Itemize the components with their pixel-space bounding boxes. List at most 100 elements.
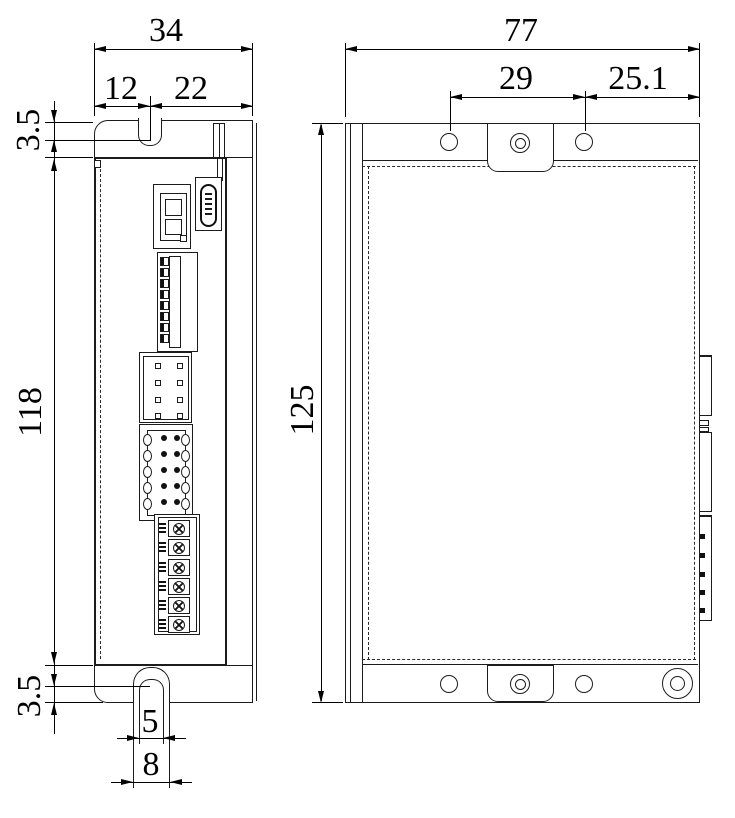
side-bottom-flange <box>94 665 253 703</box>
front-outline <box>345 123 700 703</box>
usb-pin <box>205 193 212 195</box>
header-pin <box>155 397 161 403</box>
dim-arrow <box>170 778 182 785</box>
dim-line <box>111 782 192 783</box>
wire-clamp-contact <box>159 627 166 629</box>
side-connector-profile <box>699 515 712 621</box>
dip-switch-pole <box>160 312 169 321</box>
ext-line <box>585 91 586 131</box>
socket-pin <box>174 499 180 505</box>
ext-line <box>345 43 346 117</box>
dim-arrow <box>688 93 700 100</box>
header-pin <box>155 363 161 369</box>
ext-line <box>312 123 343 124</box>
terminal-screw-tick <box>700 572 705 577</box>
terminal-row <box>154 519 200 538</box>
dim-line <box>117 738 186 739</box>
header-pin <box>155 413 161 419</box>
socket-scallop <box>181 498 190 510</box>
header-pin <box>177 397 183 403</box>
terminal-screw <box>173 580 185 593</box>
hidden-edge-line <box>100 164 101 659</box>
dim-arrow <box>121 778 133 785</box>
dim-arrow <box>317 123 324 135</box>
socket-pin <box>161 467 167 473</box>
dim-arrow <box>50 674 57 686</box>
dip-switch-pole <box>160 334 169 343</box>
seven-segment-dot <box>180 235 187 242</box>
terminal-screw-tick <box>700 553 705 558</box>
socket-pin <box>174 451 180 457</box>
wire-clamp-contact <box>159 608 166 610</box>
ext-line <box>45 702 103 703</box>
dim-label: 3.5 <box>11 674 48 718</box>
terminal-screw <box>173 561 185 574</box>
usb-pin <box>205 198 212 200</box>
wire-clamp-contact <box>159 619 166 621</box>
dim-arrow <box>150 102 162 109</box>
dip-switch-pole <box>160 279 169 288</box>
side-plate-edge <box>252 158 253 665</box>
terminal-row <box>154 538 200 557</box>
wire-clamp-contact <box>159 600 166 602</box>
socket-scallop <box>143 498 152 510</box>
screw-head-inner <box>514 137 526 149</box>
ext-line <box>45 156 93 158</box>
socket-pin <box>161 435 167 441</box>
dim-label: 34 <box>149 12 183 49</box>
usb-pin <box>205 213 212 215</box>
dip-switch-channel <box>169 256 181 348</box>
wire-clamp-contact <box>159 585 166 587</box>
dim-label: 25.1 <box>608 60 668 97</box>
ext-line <box>94 43 95 116</box>
seven-segment-digit-bottom <box>165 219 182 235</box>
socket-scallop <box>181 466 190 478</box>
dim-arrow <box>585 93 597 100</box>
dim-arrow <box>317 691 324 703</box>
side-connector-profile <box>699 432 712 512</box>
bottom-flange-top-line <box>362 664 698 665</box>
dip-switch-pole <box>160 301 169 310</box>
side-top-flange <box>94 120 253 158</box>
socket-scallop <box>143 466 152 478</box>
socket-pin <box>174 435 180 441</box>
socket-pin <box>174 467 180 473</box>
left-band-line <box>349 123 351 703</box>
dip-switch-pole <box>160 323 169 332</box>
dim-arrow <box>50 140 57 152</box>
socket-scallop <box>143 450 152 462</box>
dim-label: 77 <box>504 12 538 49</box>
wire-clamp-contact <box>159 604 166 606</box>
wire-clamp-contact <box>159 562 166 564</box>
terminal-screw <box>173 541 185 554</box>
screw-head-inner <box>514 678 526 690</box>
socket-scallop <box>181 450 190 462</box>
ext-line <box>150 96 151 141</box>
ext-line <box>45 685 150 687</box>
wire-clamp-contact <box>159 527 166 529</box>
wire-clamp-contact <box>159 542 166 544</box>
corner-mark <box>94 160 101 168</box>
header-pin <box>155 380 161 386</box>
dim-arrow <box>450 93 462 100</box>
ext-line <box>45 664 93 666</box>
wire-clamp-contact <box>159 550 166 552</box>
ext-line <box>45 121 93 123</box>
dim-label: 125 <box>284 384 321 436</box>
side-plate-outer-edge <box>255 123 257 701</box>
micro-usb-port <box>200 184 217 227</box>
side-connector-profile-small <box>699 420 709 426</box>
dim-label: 29 <box>499 60 533 97</box>
usb-pin <box>205 208 212 210</box>
dim-line <box>94 49 253 50</box>
ext-line <box>312 702 343 703</box>
terminal-row <box>154 596 200 615</box>
dip-switch-pole <box>160 257 169 266</box>
dim-arrow <box>688 45 700 52</box>
dim-label: 12 <box>104 70 138 107</box>
socket-scallop <box>143 434 152 446</box>
terminal-screw-tick <box>700 608 705 613</box>
terminal-screw <box>173 618 185 631</box>
dim-line <box>321 125 322 701</box>
